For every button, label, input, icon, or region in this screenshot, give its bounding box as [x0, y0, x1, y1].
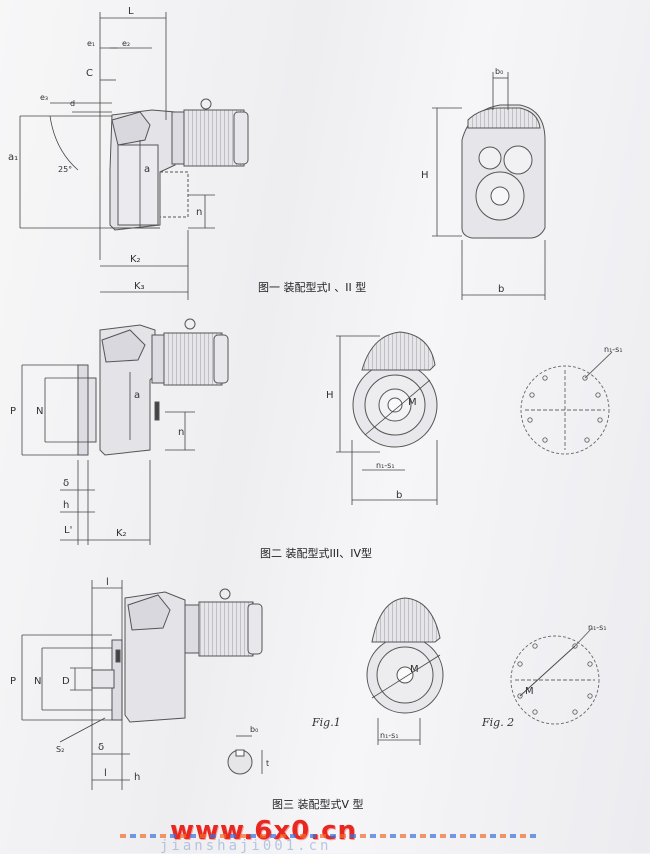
dim-C: C: [86, 68, 93, 79]
fig1-label: Fig.1: [312, 716, 341, 729]
fig2-flange-view: [520, 351, 613, 455]
fig3-front-dimension-lines: [377, 718, 421, 745]
dim-delta: δ: [63, 478, 69, 489]
dim-t: t: [266, 759, 269, 768]
dim-l: l: [106, 577, 109, 588]
dim-e1: e₁: [87, 39, 95, 48]
dim-N-fig3: N: [34, 676, 41, 687]
dim-l-fig3: l: [104, 768, 107, 779]
fig1-front-view: [461, 104, 546, 239]
dim-n1s1: n₁-s₁: [376, 461, 395, 470]
fig3-side-view: [91, 588, 263, 723]
dim-n: n: [196, 207, 202, 218]
dim-e2: e₂: [122, 39, 130, 48]
dim-n1s1-flange: n₁-s₁: [604, 345, 623, 354]
dim-P: P: [10, 406, 16, 417]
dim-n-fig2: n: [178, 427, 184, 438]
fig2-front-view: [352, 331, 438, 448]
fig1-front-dimension-lines: [432, 72, 546, 300]
fig2-front-dimension-texts: H M n₁-s₁ b: [326, 390, 417, 501]
dim-a-fig2: a: [134, 390, 140, 401]
dim-M-fig3: M: [410, 664, 419, 675]
dim-b2: b₀: [250, 725, 258, 734]
dim-L: L: [128, 6, 134, 17]
shaft-key-detail: [227, 735, 263, 775]
caption-fig-three: 图三 装配型式V 型: [272, 798, 364, 811]
dim-H: H: [421, 170, 429, 181]
dim-a1: a₁: [8, 152, 18, 163]
fig1-side-view: [109, 98, 249, 231]
dim-h: h: [63, 500, 69, 511]
dim-angle: 25°: [58, 165, 72, 174]
dim-a: a: [144, 164, 150, 175]
dim-K3: K₃: [134, 281, 145, 292]
watermark-url: jianshaji001.cn: [160, 838, 332, 854]
fig3-flange-view: [510, 627, 600, 725]
fig2-front-dimension-lines: [336, 335, 438, 505]
dim-n1s1-fig3: n₁-s₁: [380, 731, 399, 740]
fig2-dimension-lines: [21, 364, 195, 545]
dim-delta-fig3: δ: [98, 742, 104, 753]
caption-fig-two: 图二 装配型式III、IV型: [260, 547, 372, 560]
fig1-dimension-lines: [19, 12, 215, 300]
fig1-front-dimension-texts: b₀ H b: [421, 67, 504, 295]
dim-n1s1-flange3: n₁-s₁: [588, 623, 607, 632]
dim-M: M: [408, 397, 417, 408]
dim-S2: S₂: [56, 745, 64, 754]
dim-H-fig2: H: [326, 390, 334, 401]
dim-L-prime: L': [64, 525, 72, 536]
dim-P-fig3: P: [10, 676, 16, 687]
fig3-dimension-lines: [21, 580, 130, 790]
caption-fig-one: 图一 装配型式I 、II 型: [258, 281, 367, 294]
fig2-dimension-texts: P N a n δ h L' K₂: [10, 390, 184, 539]
dim-b0: b₀: [495, 67, 503, 76]
fig2-side-view: [77, 318, 229, 456]
fig3-dimension-texts: l P N D S₂ δ l h: [10, 577, 140, 783]
fig2-label: Fig. 2: [482, 716, 515, 729]
dim-b: b: [498, 284, 504, 295]
dim-D: D: [62, 676, 70, 687]
dim-e3: e₃: [40, 93, 48, 102]
fig1-dimension-texts: L e₁ e₂ C e₃ d a₁ 25° a n K₂ K₃: [8, 6, 202, 292]
dim-h-fig3: h: [134, 772, 140, 783]
dim-b-fig2: b: [396, 490, 402, 501]
dim-N: N: [36, 406, 43, 417]
dim-K2: K₂: [130, 254, 141, 265]
watermark-brand: www.6x0.cn: [170, 816, 358, 846]
dim-d: d: [70, 99, 75, 108]
dim-M-flange: M: [525, 686, 534, 697]
watermark-decoration: [120, 834, 540, 838]
fig3-front-view: [366, 597, 444, 714]
dim-K2-fig2: K₂: [116, 528, 127, 539]
